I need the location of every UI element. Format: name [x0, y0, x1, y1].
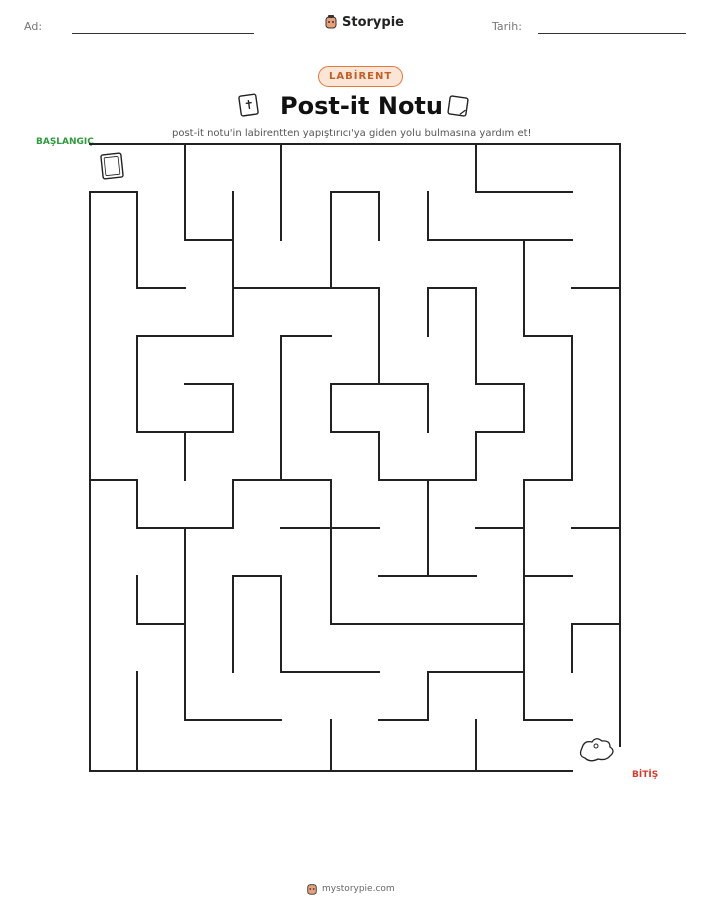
page-title: Post-it Notu [280, 92, 443, 120]
start-label: BAŞLANGIÇ [36, 137, 94, 147]
date-line[interactable] [538, 33, 686, 34]
name-label: Ad: [24, 20, 43, 33]
maze-walls [89, 143, 621, 772]
storypie-mascot-icon [324, 14, 338, 30]
start-sticky-note-icon [100, 152, 124, 180]
instruction-text: post-it notu'in labirentten yapıştırıcı'… [172, 128, 532, 139]
footer-brand: mystorypie.com [306, 882, 395, 896]
finish-glue-puddle-icon [579, 738, 614, 762]
brand-name: Storypie [342, 14, 404, 30]
sticky-note-icon [446, 94, 470, 118]
name-line[interactable] [72, 33, 254, 34]
footer-site[interactable]: mystorypie.com [322, 884, 395, 894]
category-badge: LABİRENT [318, 66, 404, 87]
brand-logo: Storypie [324, 14, 404, 30]
date-label: Tarih: [492, 20, 522, 33]
finish-label: BİTİŞ [632, 770, 659, 780]
bible-book-icon [236, 92, 262, 118]
storypie-mascot-icon [306, 882, 318, 896]
